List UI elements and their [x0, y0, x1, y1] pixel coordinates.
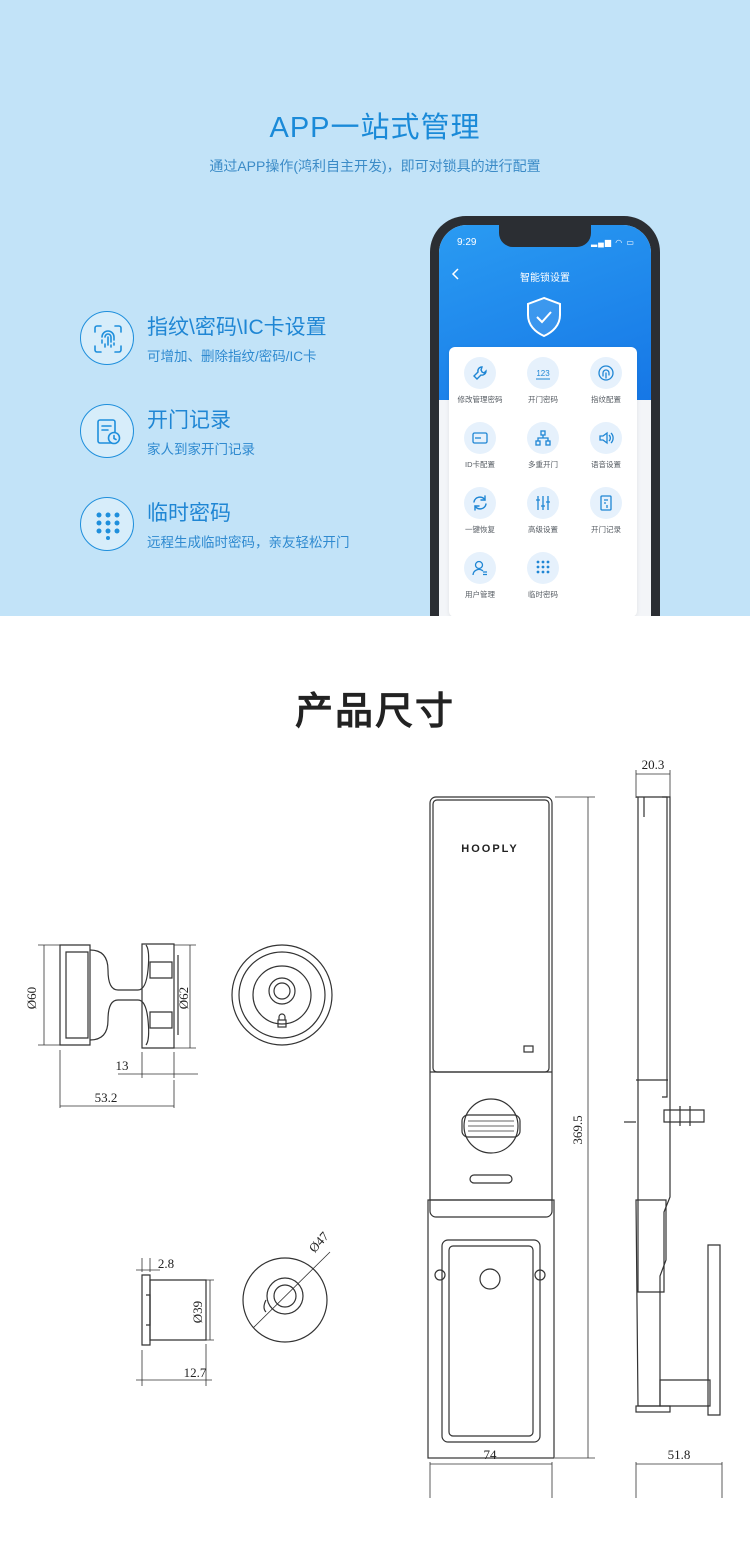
feature-desc: 可增加、删除指纹/密码/IC卡 — [147, 349, 317, 364]
sliders-icon — [527, 487, 559, 519]
dim-d60: Ø60 — [24, 987, 39, 1009]
record-icon — [590, 487, 622, 519]
grid-item-user-management[interactable]: 用户管理 — [449, 542, 511, 604]
grid-item-label: 临时密码 — [528, 590, 558, 599]
knob-front-view — [231, 944, 333, 1046]
technical-drawing: HOOPLY Ø60 Ø62 13 53.2 2.8 Ø39 12.7 Ø47 … — [24, 757, 723, 1498]
dim-74: 74 — [484, 1447, 498, 1462]
grid-item-one-key-restore[interactable]: 一键恢复 — [449, 477, 511, 539]
lock-front-view — [427, 796, 555, 1459]
keypad-icon — [527, 552, 559, 584]
grid-item-multi-unlock[interactable]: 多重开门 — [512, 412, 574, 474]
grid-item-label: 开门密码 — [528, 395, 558, 404]
grid-item-id-card-config[interactable]: ID卡配置 — [449, 412, 511, 474]
back-arrow-icon[interactable] — [451, 267, 461, 281]
keypad-icon — [80, 497, 134, 551]
dim-53-2: 53.2 — [95, 1090, 118, 1105]
knob-side-view — [59, 943, 179, 1049]
dim-12-7: 12.7 — [184, 1365, 207, 1380]
svg-text:123: 123 — [536, 369, 550, 378]
grid-item-fingerprint-config[interactable]: 指纹配置 — [575, 347, 637, 409]
grid-item-label: 多重开门 — [528, 460, 558, 469]
section-title: APP一站式管理 — [269, 112, 481, 144]
fingerprint-icon — [590, 357, 622, 389]
app-management-section: APP一站式管理 通过APP操作(鸿利自主开发)，即可对锁具的进行配置 指纹\密… — [0, 0, 750, 616]
feature-desc: 远程生成临时密码，亲友轻松开门 — [147, 535, 350, 550]
dim-2-8: 2.8 — [158, 1256, 174, 1271]
status-time: 9:29 — [457, 237, 477, 248]
grid-item-change-admin-password[interactable]: 修改管理密码 — [449, 347, 511, 409]
dim-51-8: 51.8 — [668, 1447, 691, 1462]
record-clock-icon — [80, 404, 134, 458]
grid-item-label: 修改管理密码 — [457, 395, 503, 404]
dim-d39: Ø39 — [190, 1301, 205, 1323]
phone-mockup: 9:29 ▂▄▆ ◠ ▭ 智能锁设置 修改管理密码 — [430, 216, 660, 616]
brand-logo: HOOPLY — [461, 843, 518, 855]
wrench-icon — [464, 357, 496, 389]
grid-item-label: 高级设置 — [528, 525, 558, 534]
grid-item-advanced-settings[interactable]: 高级设置 — [512, 477, 574, 539]
speaker-icon — [590, 422, 622, 454]
grid-item-unlock-password[interactable]: 123 开门密码 — [512, 347, 574, 409]
dim-d62: Ø62 — [176, 987, 191, 1009]
grid-item-voice-settings[interactable]: 语音设置 — [575, 412, 637, 474]
lock-side-view — [624, 796, 721, 1416]
grid-item-label: ID卡配置 — [465, 460, 495, 469]
feature-title: 临时密码 — [147, 502, 231, 525]
feature-title: 开门记录 — [147, 409, 231, 432]
shield-check-icon — [527, 296, 561, 338]
grid-item-label: 一键恢复 — [465, 525, 495, 534]
network-icon — [527, 422, 559, 454]
feature-desc: 家人到家开门记录 — [147, 442, 255, 457]
settings-grid: 修改管理密码 123 开门密码 指纹配置 — [449, 347, 637, 616]
grid-item-label: 指纹配置 — [591, 395, 621, 404]
user-icon — [464, 552, 496, 584]
status-icons: ▂▄▆ ◠ ▭ — [591, 238, 635, 247]
feature-title: 指纹\密码\IC卡设置 — [147, 316, 327, 339]
dim-13: 13 — [116, 1058, 129, 1073]
phone-screen: 9:29 ▂▄▆ ◠ ▭ 智能锁设置 修改管理密码 — [439, 225, 651, 616]
cylinder-front-view — [242, 1251, 331, 1343]
number-123-icon: 123 — [527, 357, 559, 389]
grid-item-label: 开门记录 — [591, 525, 621, 534]
grid-item-label: 用户管理 — [465, 590, 495, 599]
card-icon — [464, 422, 496, 454]
phone-notch — [499, 225, 591, 247]
section-subtitle: 通过APP操作(鸿利自主开发)，即可对锁具的进行配置 — [209, 158, 541, 174]
grid-item-temp-password[interactable]: 临时密码 — [512, 542, 574, 604]
dim-20-3: 20.3 — [642, 757, 665, 772]
screen-title: 智能锁设置 — [520, 273, 570, 284]
grid-item-unlock-record[interactable]: 开门记录 — [575, 477, 637, 539]
fingerprint-icon — [80, 311, 134, 365]
dimensions-title: 产品尺寸 — [294, 691, 455, 733]
refresh-icon — [464, 487, 496, 519]
dim-d47: Ø47 — [306, 1228, 332, 1255]
dim-369-5: 369.5 — [570, 1115, 585, 1144]
grid-item-label: 语音设置 — [591, 460, 621, 469]
